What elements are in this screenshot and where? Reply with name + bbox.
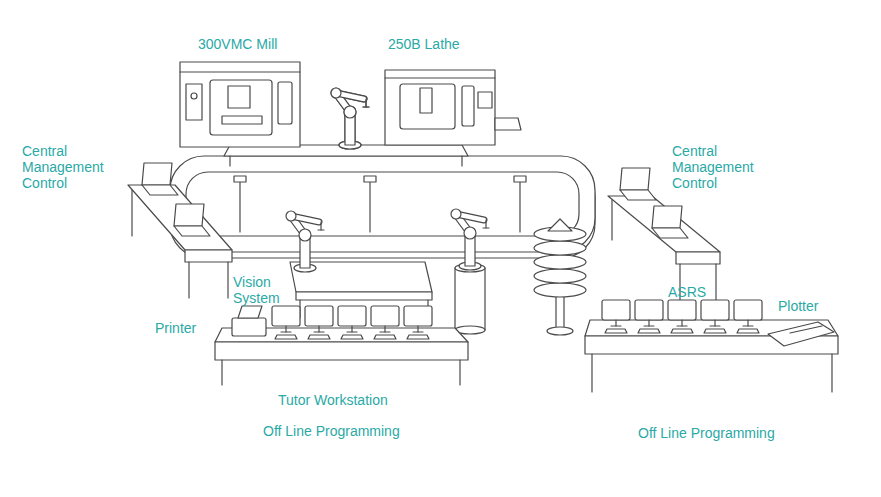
asrs-pole bbox=[556, 292, 564, 330]
desk-leg bbox=[227, 262, 228, 298]
printer-paper bbox=[238, 306, 262, 318]
mill-trim bbox=[180, 71, 300, 72]
asrs-tier bbox=[534, 269, 586, 283]
laptop bbox=[652, 206, 688, 238]
laptop bbox=[174, 204, 210, 236]
robot-arm-unit bbox=[451, 209, 489, 270]
lathe-chuck bbox=[420, 88, 432, 113]
callout-label: 300VMC Mill bbox=[198, 36, 277, 52]
asrs-tier bbox=[534, 283, 586, 297]
asrs-cone bbox=[548, 219, 572, 231]
post-cap bbox=[234, 176, 246, 182]
conveyor-post bbox=[519, 178, 520, 232]
desk-leg bbox=[131, 190, 132, 236]
plotter-arm bbox=[790, 326, 822, 333]
monitor bbox=[305, 306, 333, 339]
monitor bbox=[272, 306, 300, 339]
lathe-door bbox=[462, 86, 474, 126]
conveyor-post bbox=[239, 178, 240, 232]
callout-label: Plotter bbox=[778, 298, 818, 314]
bench-leg bbox=[229, 156, 230, 166]
asrs-foot bbox=[547, 327, 573, 335]
post-cap bbox=[514, 176, 526, 182]
robot-arm-unit bbox=[451, 209, 489, 270]
monitor bbox=[668, 300, 696, 333]
asrs-tier bbox=[534, 255, 586, 269]
monitor bbox=[701, 300, 729, 333]
monitor bbox=[338, 306, 366, 339]
callout-label: Vision System bbox=[233, 274, 295, 306]
desk-front bbox=[185, 250, 232, 262]
lathe-tray bbox=[495, 118, 521, 130]
lathe-screen bbox=[478, 92, 492, 108]
lathe-trim bbox=[385, 77, 495, 78]
mill-table bbox=[222, 116, 262, 124]
lathe-body bbox=[385, 70, 495, 145]
laptop bbox=[620, 168, 656, 200]
mill-panel bbox=[186, 84, 202, 120]
robot-arm-unit bbox=[286, 211, 324, 272]
mill-window bbox=[210, 80, 272, 135]
monitor bbox=[371, 306, 399, 339]
conveyor-track bbox=[170, 156, 595, 252]
monitor bbox=[734, 300, 762, 333]
callout-label: Off Line Programming bbox=[638, 425, 775, 441]
mill-door bbox=[278, 82, 292, 124]
desk-top bbox=[128, 185, 232, 250]
desk-leg bbox=[715, 264, 716, 300]
asrs-tier bbox=[534, 241, 586, 255]
conveyor-inner bbox=[186, 172, 579, 236]
callout-label: 250B Lathe bbox=[388, 36, 460, 52]
desk-leg bbox=[459, 360, 460, 385]
callout-label: Printer bbox=[155, 320, 196, 336]
conveyor-post bbox=[369, 178, 370, 232]
mill-knob bbox=[191, 93, 197, 99]
desk-leg bbox=[591, 354, 592, 392]
callout-label: Off Line Programming bbox=[263, 423, 400, 439]
callout-label: Central Management Control bbox=[22, 143, 122, 191]
desk-leg bbox=[831, 354, 832, 392]
laptop bbox=[142, 163, 178, 195]
monitor bbox=[602, 300, 630, 333]
robot-arm-unit bbox=[331, 88, 369, 149]
robot-arm-unit bbox=[286, 211, 324, 272]
desk-front bbox=[676, 252, 720, 264]
robot-pedestal bbox=[455, 268, 485, 330]
callout-label: ASRS bbox=[668, 284, 706, 300]
vision-table-edge bbox=[296, 292, 432, 300]
robot-arm-unit bbox=[331, 88, 369, 149]
callout-label: Tutor Workstation bbox=[278, 392, 388, 408]
desk-top bbox=[608, 196, 720, 252]
desk-leg bbox=[221, 360, 222, 385]
plotter bbox=[768, 322, 834, 346]
monitor bbox=[635, 300, 663, 333]
printer bbox=[232, 318, 266, 336]
desk-leg bbox=[611, 200, 612, 240]
desk-leg bbox=[188, 262, 189, 298]
mill-body bbox=[180, 62, 300, 147]
monitor bbox=[404, 306, 432, 339]
desk-front bbox=[215, 342, 468, 360]
mill-spindle bbox=[228, 86, 250, 108]
bench-leg bbox=[461, 156, 462, 166]
robot-arm-unit bbox=[331, 88, 369, 149]
callout-label: Central Management Control bbox=[672, 143, 772, 191]
lathe-window bbox=[400, 84, 455, 129]
post-cap bbox=[364, 176, 376, 182]
